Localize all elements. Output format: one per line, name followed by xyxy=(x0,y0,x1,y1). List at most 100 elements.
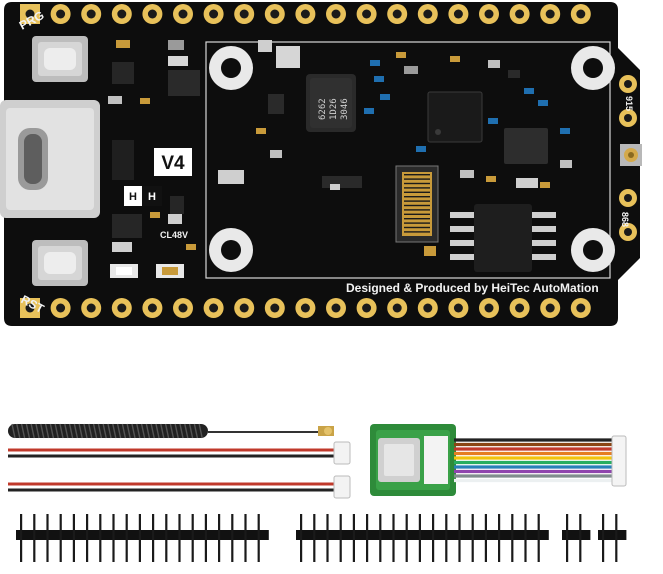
smd-component xyxy=(168,70,200,96)
h-mark-label: H xyxy=(129,191,137,203)
header-pin xyxy=(471,514,474,562)
smd-component xyxy=(374,76,384,82)
mounting-hole-top-left xyxy=(209,46,253,90)
smd-component xyxy=(488,60,500,68)
header-pad xyxy=(111,4,132,24)
header-pin xyxy=(339,514,342,562)
header-pin xyxy=(602,514,605,562)
header-pin xyxy=(99,514,102,562)
header-pad xyxy=(20,4,40,24)
header-pad xyxy=(264,298,285,318)
smd-component xyxy=(168,56,188,66)
ribbon-connector xyxy=(611,435,627,487)
header-pad xyxy=(295,298,316,318)
header-body xyxy=(16,530,269,540)
header-body xyxy=(598,530,627,540)
smd-component xyxy=(486,176,496,182)
header-pin xyxy=(458,514,461,562)
header-pad xyxy=(50,4,71,24)
pin-header-long-1 xyxy=(16,514,269,562)
crystal xyxy=(218,170,244,184)
header-pin xyxy=(59,514,62,562)
smd-component xyxy=(364,108,374,114)
spring-antenna xyxy=(8,423,334,439)
dev-board: PRG RST V4 H H CL48V Designed & Produced… xyxy=(0,2,642,326)
header-pad xyxy=(81,298,102,318)
header-pin xyxy=(445,514,448,562)
header-pad xyxy=(142,298,163,318)
edge-pad xyxy=(619,189,637,207)
header-pad xyxy=(203,4,224,24)
header-pad xyxy=(203,298,224,318)
smd-component xyxy=(168,214,182,224)
smd-component xyxy=(560,160,572,168)
smd-component xyxy=(170,196,184,214)
smd-component xyxy=(460,170,474,178)
usb-c-port[interactable] xyxy=(0,100,100,218)
header-pad xyxy=(326,298,346,318)
header-pad xyxy=(540,4,561,24)
smd-component xyxy=(404,66,418,74)
smd-component xyxy=(276,46,300,68)
smd-component xyxy=(168,40,184,50)
smd-component xyxy=(370,60,380,66)
chip-code-label: CL48V xyxy=(160,230,188,240)
led-white-right xyxy=(156,264,184,278)
smd-component xyxy=(516,178,538,188)
svg-text:6262: 6262 xyxy=(318,98,328,120)
header-pin xyxy=(418,514,421,562)
smd-component xyxy=(112,214,142,238)
smd-component xyxy=(116,40,130,48)
pin-header-short-2 xyxy=(598,514,627,562)
smd-component xyxy=(540,182,550,188)
edge-label-868: 868 xyxy=(620,212,630,227)
smd-component xyxy=(112,242,132,252)
version-badge: V4 xyxy=(154,148,192,176)
h-mark-badge: H H xyxy=(124,186,162,206)
rst-button[interactable] xyxy=(32,240,88,286)
smd-component xyxy=(270,150,282,158)
header-pin xyxy=(72,514,75,562)
battery-cable-1 xyxy=(8,441,351,465)
header-pad xyxy=(142,4,163,24)
header-pad xyxy=(264,4,285,24)
header-pin xyxy=(138,514,141,562)
smd-component xyxy=(268,94,284,114)
header-pad xyxy=(295,4,316,24)
header-pad xyxy=(479,298,499,318)
ribbon-cable xyxy=(454,438,614,483)
pin-header-short-1 xyxy=(562,514,591,562)
smd-component xyxy=(108,96,122,104)
smd-component xyxy=(508,70,520,78)
smd-component xyxy=(488,118,498,124)
bottom-header-pads xyxy=(20,298,591,318)
h-mark-label-2: H xyxy=(148,191,156,203)
edge-label-915: 915 xyxy=(624,96,634,111)
smd-component xyxy=(524,88,534,94)
header-pad xyxy=(234,298,255,318)
header-pin xyxy=(615,514,618,562)
header-pad xyxy=(326,4,346,24)
header-pin xyxy=(511,514,514,562)
ipex-connector[interactable] xyxy=(620,144,642,166)
header-pad xyxy=(20,298,40,318)
header-pad xyxy=(81,4,102,24)
edge-pad xyxy=(619,223,637,241)
header-pad xyxy=(570,4,591,24)
header-pin xyxy=(313,514,316,562)
smd-components xyxy=(108,40,572,278)
header-pin xyxy=(20,514,23,562)
smd-component xyxy=(150,212,160,218)
header-pad xyxy=(509,298,530,318)
header-pad xyxy=(570,298,591,318)
prg-button[interactable] xyxy=(32,36,88,82)
fpc-connector xyxy=(395,165,439,243)
smd-component xyxy=(424,246,436,256)
gps-module xyxy=(370,424,456,496)
header-pin xyxy=(392,514,395,562)
flash-chip xyxy=(450,204,556,272)
header-pin xyxy=(300,514,303,562)
header-pin xyxy=(86,514,89,562)
header-pad xyxy=(173,4,193,24)
header-pad xyxy=(448,4,469,24)
